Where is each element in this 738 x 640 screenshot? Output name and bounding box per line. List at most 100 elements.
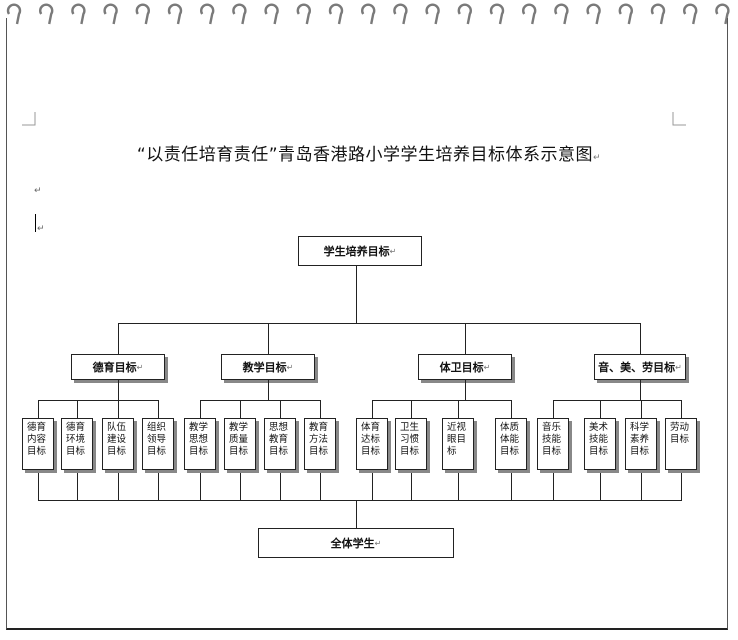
goal-leaf-node: 劳动目标: [665, 418, 697, 470]
binding-ring-icon: [39, 3, 54, 25]
goal-leaf-node: 德育环境目标: [61, 418, 93, 470]
binding-ring-icon: [6, 3, 22, 25]
category-label: 音、美、劳目标: [598, 361, 676, 374]
paragraph-mark: ↵: [34, 186, 42, 196]
paragraph-mark: ↵: [483, 362, 491, 372]
goal-leaf-node: 体育达标目标: [356, 418, 388, 470]
paragraph-mark: ↵: [675, 362, 682, 372]
connector-line: [372, 470, 373, 500]
connector-line: [77, 470, 78, 500]
connector-line: [280, 470, 281, 500]
binding-ring-icon: [103, 3, 118, 25]
connector-line: [118, 323, 641, 324]
connector-line: [553, 400, 682, 401]
connector-line: [118, 380, 119, 400]
binding-ring-icon: [71, 3, 86, 25]
connector-line: [268, 323, 269, 354]
binding-ring-icon: [650, 3, 666, 25]
binding-ring-icon: [135, 3, 150, 25]
connector-line: [600, 400, 601, 418]
paragraph-mark: ↵: [389, 246, 397, 256]
category-node: 体卫目标↵: [418, 354, 512, 380]
connector-line: [458, 400, 459, 418]
binding-ring-icon: [457, 3, 472, 25]
category-node: 音、美、劳目标↵: [594, 354, 686, 380]
binding-ring-icon: [167, 3, 183, 25]
connector-line: [38, 470, 39, 500]
connector-line: [356, 500, 357, 528]
goal-leaf-node: 组织领导目标: [142, 418, 174, 470]
connector-line: [268, 380, 269, 400]
binding-ring-icon: [489, 3, 505, 25]
paragraph-mark: ↵: [37, 224, 45, 234]
connector-line: [158, 470, 159, 500]
binding-ring-icon: [393, 3, 408, 25]
binding-ring-icon: [296, 3, 311, 25]
connector-line: [681, 470, 682, 500]
connector-line: [118, 470, 119, 500]
connector-line: [511, 400, 512, 418]
connector-line: [118, 323, 119, 354]
category-label: 教学目标: [242, 361, 287, 374]
connector-line: [200, 400, 321, 401]
binding-ring-icon: [264, 3, 279, 25]
connector-line: [465, 323, 466, 354]
binding-ring-icon: [554, 3, 569, 25]
title-text: “以责任培育责任”青岛香港路小学学生培养目标体系示意图: [136, 145, 594, 165]
root-node: 学生培养目标↵: [298, 236, 422, 266]
connector-line: [118, 400, 119, 418]
connector-line: [465, 380, 466, 400]
goal-leaf-node: 美术技能目标: [584, 418, 616, 470]
text-cursor: [35, 214, 36, 232]
connector-line: [411, 470, 412, 500]
connector-line: [158, 400, 159, 418]
connector-line: [77, 400, 78, 418]
root-label: 学生培养目标: [323, 245, 390, 258]
binding-ring-icon: [522, 3, 537, 25]
connector-line: [320, 470, 321, 500]
category-label: 体卫目标: [439, 361, 484, 374]
margin-corner-right-icon: [672, 112, 686, 126]
binding-ring-icon: [425, 3, 440, 25]
connector-line: [641, 400, 642, 418]
page-frame: [6, 18, 728, 630]
binding-ring-icon: [618, 3, 633, 25]
all-students-node: 全体学生↵: [258, 528, 454, 558]
connector-line: [320, 400, 321, 418]
binding-ring-icon: [361, 3, 376, 25]
connector-line: [681, 400, 682, 418]
spiral-binding-rings: [6, 3, 730, 25]
connector-line: [458, 470, 459, 500]
goal-leaf-node: 队伍建设目标: [102, 418, 134, 470]
connector-line: [38, 400, 159, 401]
connector-line: [553, 470, 554, 500]
binding-ring-icon: [586, 3, 601, 25]
paragraph-mark: ↵: [374, 538, 382, 548]
goal-leaf-node: 教育方法目标: [304, 418, 336, 470]
goal-leaf-node: 科学素养目标: [625, 418, 657, 470]
binding-ring-icon: [683, 3, 698, 25]
goal-leaf-node: 音乐技能目标: [537, 418, 569, 470]
connector-line: [600, 470, 601, 500]
category-node: 教学目标↵: [221, 354, 315, 380]
connector-line: [411, 400, 412, 418]
binding-ring-icon: [715, 3, 730, 25]
connector-line: [640, 323, 641, 354]
connector-line: [38, 400, 39, 418]
goal-leaf-node: 教学质量目标: [224, 418, 256, 470]
goal-leaf-node: 教学思想目标: [184, 418, 216, 470]
goal-leaf-node: 思想教育目标: [264, 418, 296, 470]
connector-line: [38, 500, 682, 501]
connector-line: [200, 400, 201, 418]
connector-line: [372, 400, 512, 401]
connector-line: [240, 400, 241, 418]
goal-leaf-node: 体质体能目标: [495, 418, 527, 470]
connector-line: [511, 470, 512, 500]
connector-line: [372, 400, 373, 418]
margin-corner-left-icon: [22, 112, 36, 126]
binding-ring-icon: [328, 3, 344, 25]
all-students-label: 全体学生: [330, 537, 375, 550]
connector-line: [200, 470, 201, 500]
goal-leaf-node: 德育内容目标: [22, 418, 54, 470]
paragraph-mark: ↵: [286, 362, 294, 372]
